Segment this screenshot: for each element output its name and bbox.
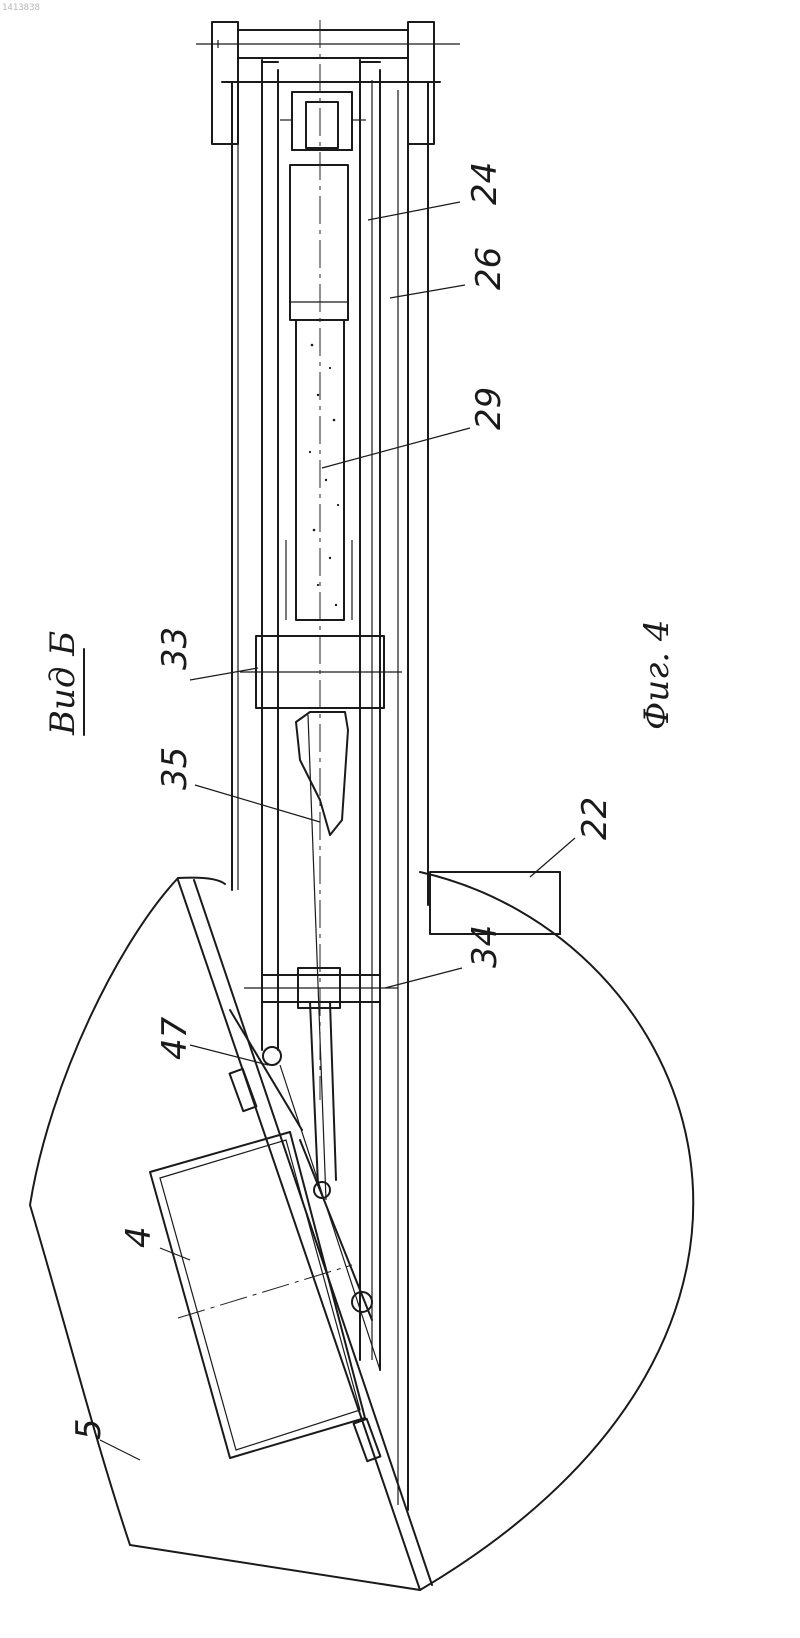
rod-stipple xyxy=(309,344,339,607)
part-label-26: 26 xyxy=(469,247,509,290)
part-label-24: 24 xyxy=(465,162,505,205)
part-label-33: 33 xyxy=(155,627,195,670)
doc-number: 1413838 xyxy=(2,3,40,13)
workpiece-box xyxy=(150,1132,365,1458)
part-label-35: 35 xyxy=(155,747,195,790)
part-label-29: 29 xyxy=(469,387,509,430)
part-label-5: 5 xyxy=(69,1418,109,1440)
svg-text:Вид Б: Вид Б xyxy=(43,631,83,736)
view-label: Вид Б xyxy=(43,631,84,736)
part-label-22: 22 xyxy=(575,797,615,840)
part-label-34: 34 xyxy=(465,925,505,968)
part-label-4: 4 xyxy=(119,1226,159,1248)
boom-assembly xyxy=(196,20,460,1510)
part-label-47: 47 xyxy=(155,1016,195,1060)
figure-caption: Фиг. 4 xyxy=(637,619,677,730)
